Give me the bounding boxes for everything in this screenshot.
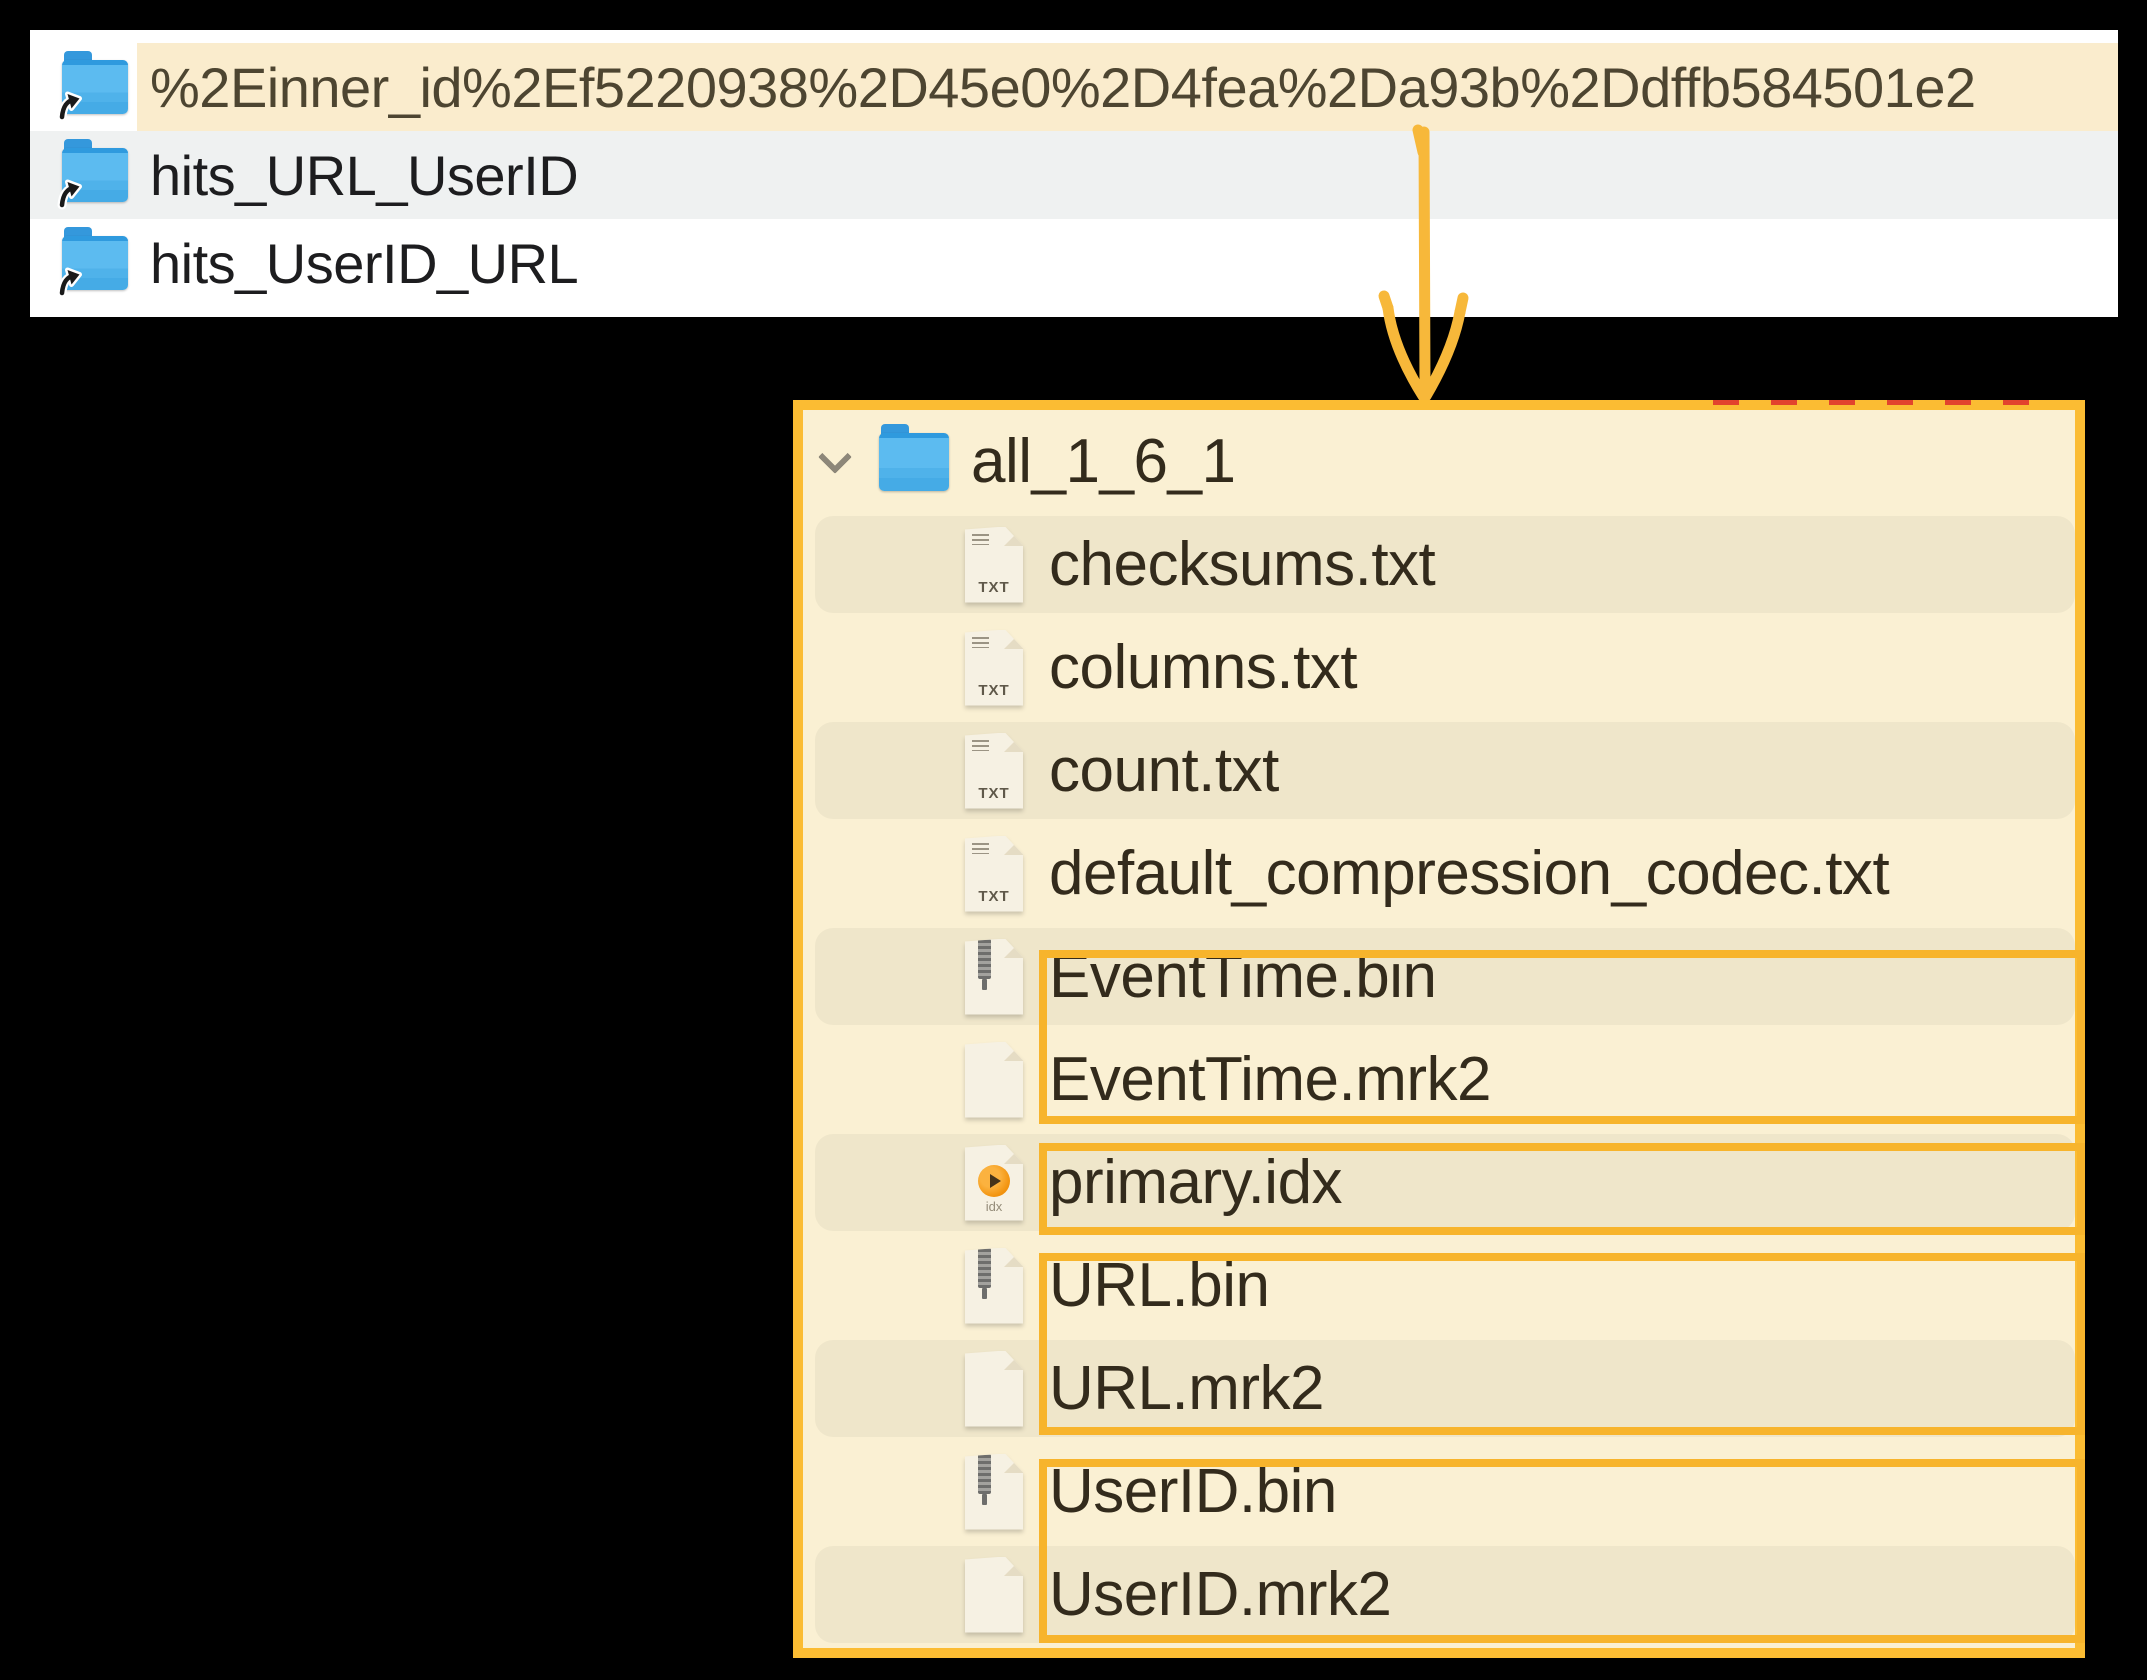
file-name: URL.bin <box>1049 1251 1270 1320</box>
txt-file-icon: TXT <box>965 526 1023 603</box>
tree-row-file[interactable]: EventTime.bin <box>803 925 2075 1028</box>
file-name: UserID.bin <box>1049 1457 1337 1526</box>
tree-row-file[interactable]: UserID.bin <box>803 1440 2075 1543</box>
bin-file-icon <box>965 1453 1023 1530</box>
alias-arrow-icon <box>57 91 82 122</box>
alias-folder-icon <box>57 139 128 210</box>
finder-row-hits-url-userid[interactable]: hits_URL_UserID <box>30 131 2118 219</box>
tree-row-file[interactable]: TXT checksums.txt <box>803 513 2075 616</box>
finder-list-panel: %2Einner_id%2Ef5220938%2D45e0%2D4fea%2Da… <box>30 30 2118 317</box>
file-name: EventTime.bin <box>1049 942 1437 1011</box>
txt-file-icon: TXT <box>965 629 1023 706</box>
file-name: checksums.txt <box>1049 530 1436 599</box>
tree-row-file[interactable]: UserID.mrk2 <box>803 1543 2075 1646</box>
file-name: URL.mrk2 <box>1049 1354 1325 1423</box>
blank-file-icon <box>965 1556 1023 1633</box>
txt-file-icon: TXT <box>965 732 1023 809</box>
selection-highlight <box>137 43 2118 131</box>
idx-file-icon: idx <box>965 1144 1023 1221</box>
file-name: UserID.mrk2 <box>1049 1560 1392 1629</box>
txt-file-icon: TXT <box>965 835 1023 912</box>
folder-icon <box>879 423 949 491</box>
tree-row-file[interactable]: URL.mrk2 <box>803 1337 2075 1440</box>
tree-row-file[interactable]: URL.bin <box>803 1234 2075 1337</box>
file-name: EventTime.mrk2 <box>1049 1045 1492 1114</box>
tree-row-file[interactable]: TXT count.txt <box>803 719 2075 822</box>
folder-name: %2Einner_id%2Ef5220938%2D45e0%2D4fea%2Da… <box>150 55 1976 119</box>
blank-file-icon <box>965 1350 1023 1427</box>
disclosure-chevron-icon[interactable] <box>818 439 852 474</box>
bin-file-icon <box>965 1247 1023 1324</box>
tree-row-file[interactable]: EventTime.mrk2 <box>803 1028 2075 1131</box>
file-name: count.txt <box>1049 736 1279 805</box>
alias-arrow-icon <box>57 179 82 210</box>
border-red-dashes <box>1713 400 2048 405</box>
alias-folder-icon <box>57 51 128 122</box>
tree-row-root-folder[interactable]: all_1_6_1 <box>803 410 2075 513</box>
finder-row-hits-userid-url[interactable]: hits_UserID_URL <box>30 219 2118 307</box>
folder-name: hits_UserID_URL <box>150 231 579 295</box>
alias-arrow-icon <box>57 267 82 298</box>
bin-file-icon <box>965 938 1023 1015</box>
tree-row-file[interactable]: idx primary.idx <box>803 1131 2075 1234</box>
folder-name: hits_URL_UserID <box>150 143 579 207</box>
alias-folder-icon <box>57 227 128 298</box>
file-name: columns.txt <box>1049 633 1358 702</box>
finder-row-inner-id[interactable]: %2Einner_id%2Ef5220938%2D45e0%2D4fea%2Da… <box>30 43 2118 131</box>
tree-row-file[interactable]: TXT columns.txt <box>803 616 2075 719</box>
file-name: primary.idx <box>1049 1148 1343 1217</box>
tree-row-file[interactable]: TXT default_compression_codec.txt <box>803 822 2075 925</box>
part-directory-panel: all_1_6_1 TXT checksums.txt TXT columns.… <box>793 400 2085 1658</box>
part-folder-name: all_1_6_1 <box>971 427 1236 496</box>
blank-file-icon <box>965 1041 1023 1118</box>
file-name: default_compression_codec.txt <box>1049 839 1890 908</box>
